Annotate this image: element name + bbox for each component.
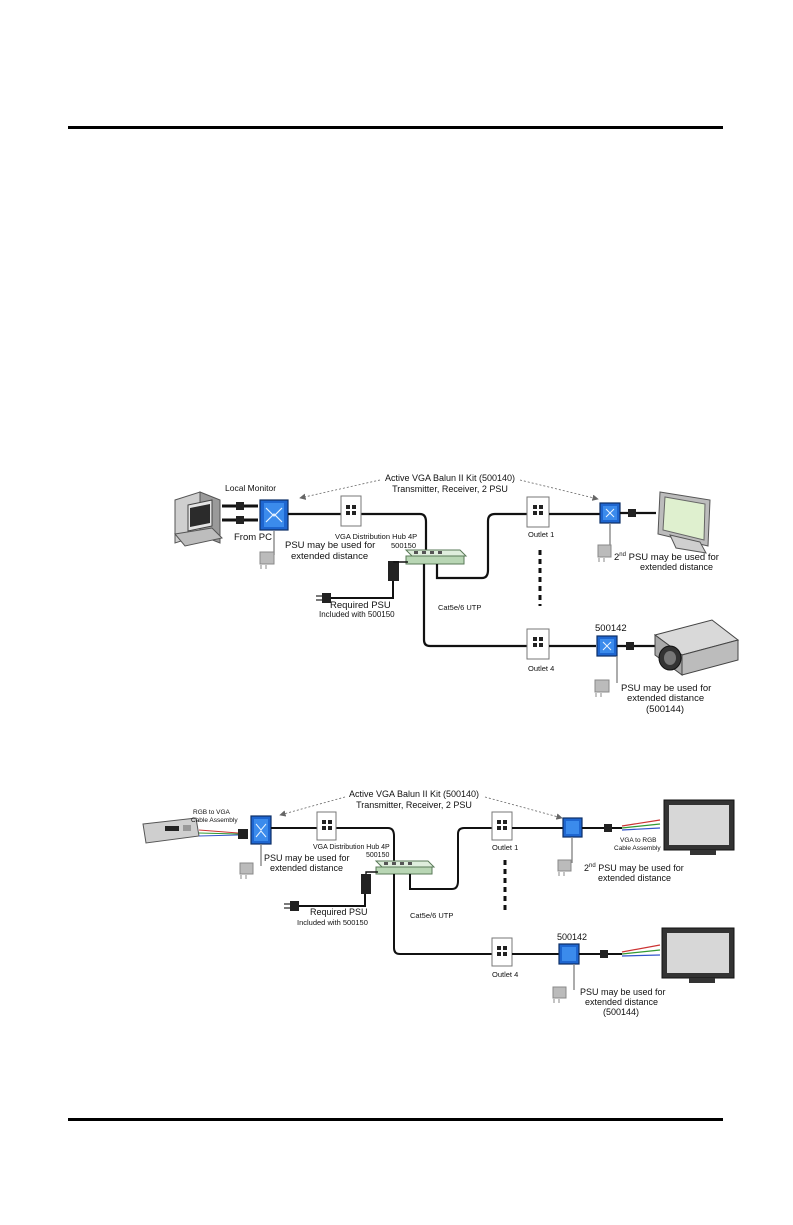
psu-tx-line2: extended distance	[291, 551, 368, 562]
projector-icon	[653, 619, 740, 676]
psu-rx4-2-line1: PSU may be used for	[580, 987, 666, 997]
psu-rx4-line2: extended distance	[627, 693, 704, 704]
receiver-part-label-2: 500142	[557, 932, 587, 942]
psu-tx-adapter-icon	[259, 531, 275, 569]
kit-subtitle: Transmitter, Receiver, 2 PSU	[392, 484, 508, 494]
psu-rx4-2-line2: extended distance	[585, 997, 658, 1007]
outlet1-label-2: Outlet 1	[492, 843, 518, 852]
psu-rx4-line1: PSU may be used for	[621, 683, 711, 694]
tx-to-hub-cable	[288, 512, 428, 552]
display-2-icon	[661, 927, 735, 983]
required-psu-line1: Required PSU	[330, 600, 391, 611]
vga-to-rgb-line2: Cable Assembly	[614, 845, 661, 852]
diagram-rgb-to-displays: Active VGA Balun II Kit (500140) Transmi…	[0, 780, 793, 1025]
hub-label-2: VGA Distribution Hub 4P	[313, 844, 390, 851]
pc-computer-icon	[174, 491, 224, 547]
hub-to-outlet4-cable-2	[393, 874, 494, 955]
psu-rx4-2-adapter-icon	[552, 964, 575, 1003]
required-psu-line2: Included with 500150	[319, 610, 395, 619]
psu-tx-line1: PSU may be used for	[285, 540, 375, 551]
outlet1-label: Outlet 1	[528, 530, 554, 539]
cable-label-2: Cat5e/6 UTP	[410, 911, 453, 920]
psu-rx1-line1: 2nd PSU may be used for	[614, 552, 719, 563]
hub-label: VGA Distribution Hub 4P	[335, 532, 417, 541]
hub-part-2: 500150	[366, 852, 389, 859]
psu-rx1-2-adapter-icon	[557, 837, 573, 876]
psu-tx2-line2: extended distance	[270, 863, 343, 873]
kit-arrow-right	[519, 479, 599, 501]
receiver-part-label: 500142	[595, 623, 627, 634]
psu-rx4-2-line3: (500144)	[603, 1007, 639, 1017]
vga-distribution-hub-icon	[404, 549, 468, 565]
hub-to-outlet1-cable-2	[409, 827, 495, 890]
psu-rx1-2-line2: extended distance	[598, 873, 671, 883]
psu-tx-adapter-2-icon	[239, 844, 262, 879]
wall-plate-tx-2	[316, 811, 337, 841]
required-psu-2-icon	[284, 871, 378, 911]
display-1-icon	[663, 799, 735, 855]
psu-rx4-adapter-icon	[594, 656, 618, 697]
outlet4-label-2: Outlet 4	[492, 970, 518, 979]
psu-rx1-adapter-icon	[597, 523, 612, 562]
wall-plate-tx	[340, 495, 362, 527]
hub-part: 500150	[391, 541, 416, 550]
cable-label: Cat5e/6 UTP	[438, 603, 481, 612]
rgb-to-vga-line2: Cable Assembly	[191, 817, 238, 824]
required-psu2-line1: Required PSU	[310, 907, 368, 917]
required-psu2-line2: Included with 500150	[297, 918, 368, 927]
outlet4-label: Outlet 4	[528, 664, 554, 673]
local-monitor-label: Local Monitor	[225, 483, 276, 493]
outlet-1-2-icon	[491, 811, 513, 841]
diagram-2-svg: Active VGA Balun II Kit (500140) Transmi…	[142, 789, 735, 1017]
kit-arrow-right-2	[484, 796, 563, 820]
outlet-1-icon	[526, 496, 550, 528]
kit-title: Active VGA Balun II Kit (500140)	[385, 473, 515, 483]
header-rule	[68, 126, 723, 129]
tx2-to-hub-cable	[271, 827, 395, 862]
receiver-1-icon	[599, 502, 621, 524]
kit-arrow-left	[299, 479, 381, 500]
psu-tx2-line1: PSU may be used for	[264, 853, 350, 863]
diagram-1-svg: Active VGA Balun II Kit (500140) Transmi…	[174, 473, 740, 715]
hub-to-outlet4-cable	[422, 564, 530, 648]
psu-rx1-2-line1: 2nd PSU may be used for	[584, 863, 684, 873]
hub-to-outlet1-cable	[435, 512, 530, 580]
receiver-4-icon	[596, 635, 618, 657]
receiver-1-2-icon	[562, 817, 583, 838]
vga-distribution-hub-2-icon	[374, 860, 436, 875]
kit-title-2: Active VGA Balun II Kit (500140)	[349, 789, 479, 799]
psu-rx1-line2: extended distance	[640, 562, 713, 572]
monitor-icon	[657, 491, 711, 554]
outlet-4-2-icon	[491, 937, 513, 967]
transmitter-2-icon	[250, 815, 272, 845]
diagram-pc-to-monitors: Active VGA Balun II Kit (500140) Transmi…	[0, 460, 793, 725]
required-psu-icon	[316, 561, 408, 603]
receiver-4-2-icon	[558, 943, 580, 965]
psu-rx4-line3: (500144)	[646, 704, 684, 715]
rgb-to-vga-line1: RGB to VGA	[193, 809, 231, 816]
kit-subtitle-2: Transmitter, Receiver, 2 PSU	[356, 800, 472, 810]
kit-arrow-left-2	[279, 796, 346, 817]
transmitter-icon	[259, 499, 289, 531]
vga-to-rgb-line1: VGA to RGB	[620, 837, 657, 844]
outlet-4-icon	[526, 628, 550, 660]
from-pc-label: From PC	[234, 532, 272, 543]
footer-rule	[68, 1118, 723, 1121]
